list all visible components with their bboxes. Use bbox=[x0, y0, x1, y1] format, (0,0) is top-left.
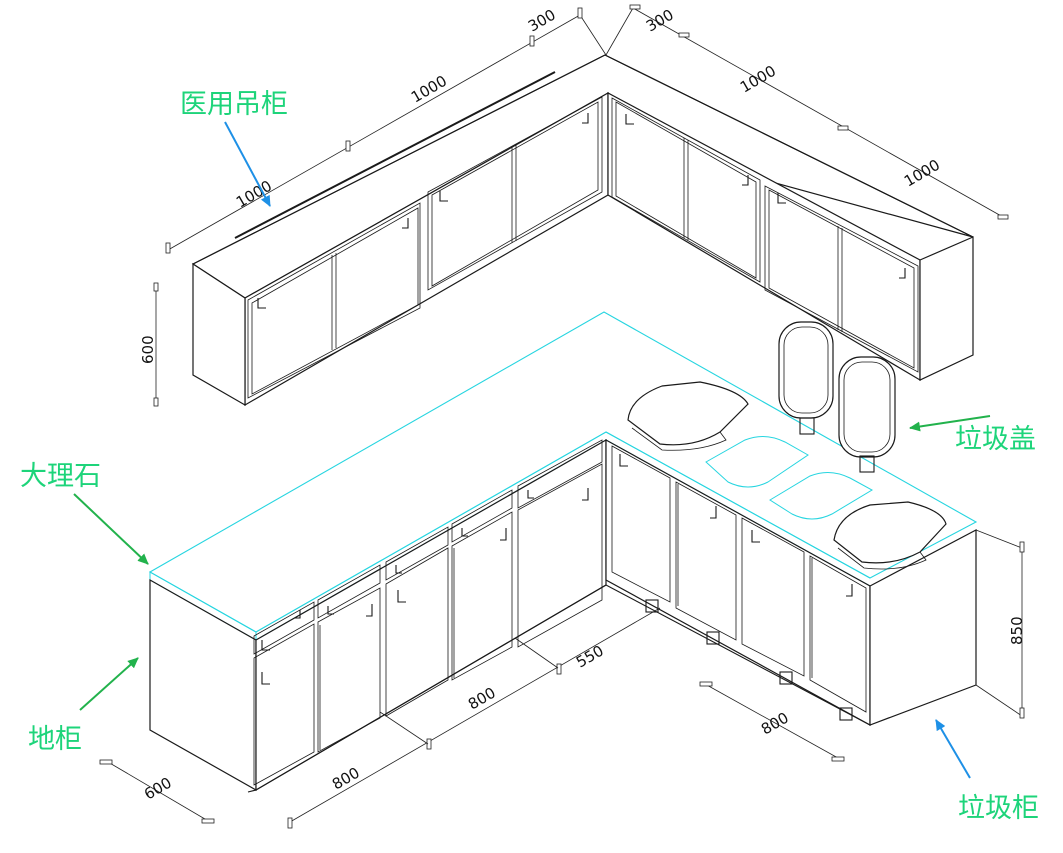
dim-wall-depth-left: 300 bbox=[525, 6, 559, 36]
dim-wall-len-4: 1000 bbox=[901, 156, 943, 191]
dim-floor-len-3: 550 bbox=[573, 642, 607, 672]
label-wall-cabinet: 医用吊柜 bbox=[180, 89, 288, 120]
wall-cabinet-group bbox=[191, 54, 974, 407]
trash-lid-open-left[interactable] bbox=[778, 321, 834, 435]
wall-cabinet-right-end bbox=[919, 236, 974, 381]
dimension-lines bbox=[99, 4, 1025, 829]
label-floor-cabinet: 地柜 bbox=[28, 724, 82, 755]
floor-handles bbox=[261, 454, 853, 685]
dim-wall-depth-right: 300 bbox=[643, 6, 677, 36]
dim-floor-len-2: 800 bbox=[465, 684, 499, 714]
callouts: 医用吊柜 大理石 地柜 垃圾盖 垃圾柜 bbox=[20, 89, 1039, 824]
wall-cabinet-left-end bbox=[192, 262, 246, 407]
dim-floor-len-1: 800 bbox=[329, 764, 363, 794]
cabinet-feet bbox=[645, 599, 853, 721]
trash-lid-closed-left[interactable] bbox=[627, 381, 749, 451]
dim-wall-height: 600 bbox=[139, 335, 157, 364]
trash-lid-closed-right[interactable] bbox=[833, 501, 947, 570]
dim-floor-height: 850 bbox=[1008, 616, 1026, 645]
dim-floor-len-4: 800 bbox=[758, 709, 792, 739]
label-trash-lid: 垃圾盖 bbox=[955, 424, 1036, 455]
dim-wall-len-1: 1000 bbox=[233, 177, 275, 212]
label-marble: 大理石 bbox=[20, 461, 101, 492]
dim-floor-depth: 600 bbox=[141, 774, 175, 804]
wall-handles bbox=[257, 113, 906, 309]
label-trash-cabinet: 垃圾柜 bbox=[958, 793, 1039, 824]
floor-cabinet-group bbox=[148, 311, 978, 793]
dim-wall-len-3: 1000 bbox=[737, 62, 779, 97]
trash-openings bbox=[705, 436, 874, 520]
trash-lid-open-right[interactable] bbox=[838, 356, 896, 473]
